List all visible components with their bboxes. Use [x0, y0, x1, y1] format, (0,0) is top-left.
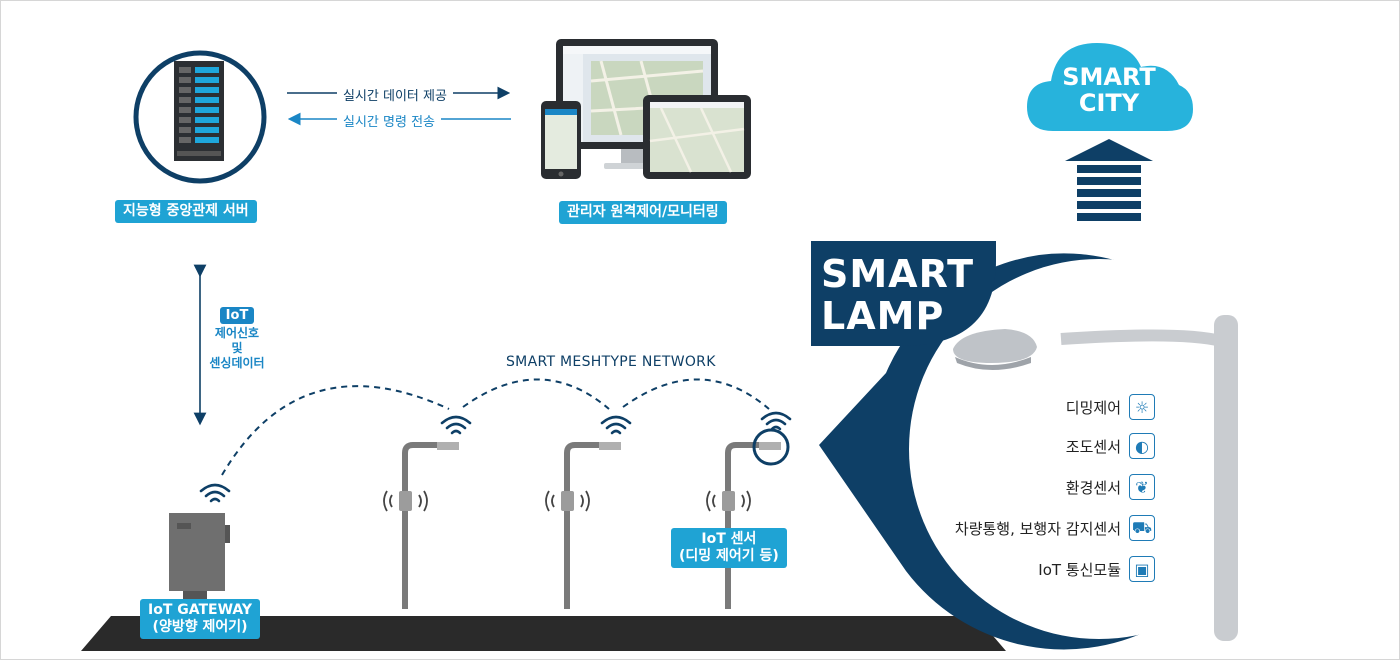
- sensor-label: IoT 센서 (디밍 제어기 등): [671, 528, 787, 568]
- server-label: 지능형 중앙관제 서버: [115, 200, 257, 223]
- sensor-label-line2: (디밍 제어기 등): [679, 548, 779, 564]
- feature-vehicle-pedestrian: 차량통행, 보행자 감지센서 ⛟: [955, 514, 1155, 542]
- wifi-icon: [760, 411, 792, 431]
- iot-badge: IoT: [219, 307, 255, 324]
- illuminance-icon: ◐: [1129, 433, 1155, 459]
- sensor-label-line1: IoT 센서: [701, 531, 757, 547]
- street-lamp: [706, 428, 790, 609]
- smart-lamp-title: SMART LAMP: [821, 252, 975, 338]
- street-lamp: [383, 442, 459, 609]
- iot-link-line2: 및: [231, 341, 243, 355]
- gateway-label-line2: (양방향 제어기): [152, 619, 248, 635]
- admin-label: 관리자 원격제어/모니터링: [559, 201, 727, 224]
- gateway-label: IoT GATEWAY (양방향 제어기): [140, 599, 261, 639]
- mesh-network-links: [221, 378, 770, 476]
- sun-dimming-icon: ☼: [1129, 394, 1155, 420]
- admin-devices-icon: [541, 39, 751, 179]
- lamp-head: [953, 315, 1238, 641]
- smart-city-cloud-icon: [1027, 43, 1193, 131]
- iot-link-note: IoT 제어신호 및 센싱데이터: [207, 307, 267, 371]
- smart-city-text: SMART CITY: [1062, 63, 1156, 117]
- feature-environment: 환경센서 ❦: [1066, 473, 1155, 501]
- server-icon: [133, 50, 267, 184]
- car-icon: ⛟: [1129, 515, 1155, 541]
- up-arrow-icon: [1065, 139, 1153, 221]
- network-label: SMART MESHTYPE NETWORK: [506, 354, 716, 370]
- wifi-icon: [600, 415, 632, 435]
- wifi-icon: [199, 483, 231, 503]
- feature-illuminance: 조도센서 ◐: [1066, 432, 1155, 460]
- smart-lamp-callout: [811, 241, 1289, 650]
- iot-link-line3: 센싱데이터: [209, 356, 265, 370]
- feature-iot-module: IoT 통신모듈 ▣: [1038, 555, 1155, 583]
- iot-link-line1: 제어신호: [214, 326, 260, 340]
- plant-icon: ❦: [1129, 474, 1155, 500]
- command-send-label: 실시간 명령 전송: [337, 111, 441, 130]
- data-provide-label: 실시간 데이터 제공: [337, 85, 453, 104]
- chip-icon: ▣: [1129, 556, 1155, 582]
- sensor-highlight-circle: [752, 428, 790, 466]
- iot-gateway-cabinet: [169, 513, 230, 603]
- street-lamp: [545, 442, 621, 609]
- road: [81, 616, 1006, 651]
- feature-dimming: 디밍제어 ☼: [1066, 393, 1155, 421]
- wifi-icon: [440, 415, 472, 435]
- gateway-label-line1: IoT GATEWAY: [148, 602, 253, 618]
